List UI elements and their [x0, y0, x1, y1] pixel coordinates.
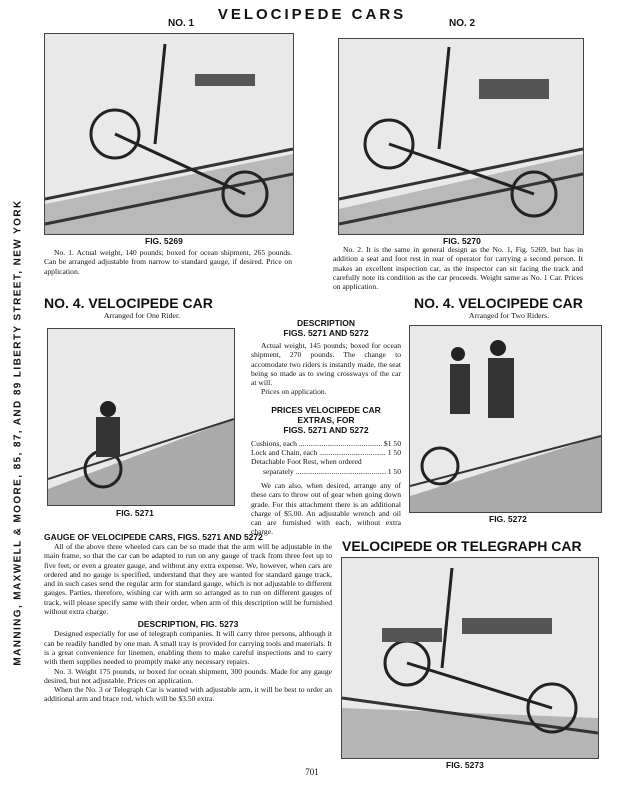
description-column: DESCRIPTION FIGS. 5271 AND 5272 Actual w…	[251, 318, 401, 537]
prices-extras-heading: EXTRAS, FOR	[297, 414, 355, 425]
telegraph-car-title: VELOCIPEDE OR TELEGRAPH CAR	[342, 538, 582, 554]
figure-5269-description: No. 1. Actual weight, 140 pounds; boxed …	[44, 248, 292, 276]
description-figs-heading: FIGS. 5271 AND 5272	[283, 328, 369, 338]
no4-two-riders-subtitle: Arranged for Two Riders.	[468, 311, 550, 320]
price-row: Cushions, each$1 50	[251, 439, 401, 448]
figure-5271-illustration	[47, 328, 235, 506]
page-number: 701	[305, 767, 319, 777]
no4-one-rider-subtitle: Arranged for One Rider.	[103, 311, 181, 320]
spine-publisher-text: MANNING, MAXWELL & MOORE, 85, 87, AND 89…	[12, 199, 24, 666]
price-row: separately1 50	[251, 467, 401, 476]
price-row: Lock and Chain, each1 50	[251, 448, 401, 457]
page-title: VELOCIPEDE CARS	[217, 6, 407, 23]
description-heading: DESCRIPTION	[296, 318, 356, 328]
figure-5272-caption: FIG. 5272	[489, 514, 527, 524]
gauge-heading: GAUGE OF VELOCIPEDE CARS, FIGS. 5271 AND…	[44, 532, 263, 542]
figure-5269-illustration	[44, 33, 294, 235]
prices-heading: PRICES VELOCIPEDE CAR	[271, 404, 381, 415]
gauge-section: GAUGE OF VELOCIPEDE CARS, FIGS. 5271 AND…	[44, 532, 332, 704]
figure-5271-caption: FIG. 5271	[116, 508, 154, 518]
no2-label: NO. 2	[449, 18, 476, 29]
description-text: Actual weight, 145 pounds; boxed for oce…	[251, 341, 401, 397]
no1-label: NO. 1	[168, 18, 195, 29]
price-list: Cushions, each$1 50 Lock and Chain, each…	[251, 439, 401, 476]
figure-5269-caption: FIG. 5269	[145, 236, 183, 246]
figure-5273-caption: FIG. 5273	[446, 760, 484, 770]
figure-5272-illustration	[409, 325, 602, 513]
figure-5273-illustration	[341, 557, 599, 759]
no4-two-riders-title: NO. 4. VELOCIPEDE CAR	[414, 295, 583, 311]
description-5273-text: Designed especially for use of telegraph…	[44, 629, 332, 704]
price-row: Detachable Foot Rest, when ordered	[251, 457, 362, 467]
figure-5270-caption: FIG. 5270	[443, 236, 481, 246]
figure-5270-illustration	[338, 38, 584, 235]
description-5273-heading: DESCRIPTION, FIG. 5273	[137, 619, 239, 630]
gauge-text: All of the above three wheeled cars can …	[44, 542, 332, 617]
no4-one-rider-title: NO. 4. VELOCIPEDE CAR	[44, 295, 213, 311]
prices-figs-heading: FIGS. 5271 AND 5272	[283, 424, 369, 435]
gear-attachment-note: We can also, when desired, arrange any o…	[251, 480, 401, 537]
figure-5270-description: No. 2. It is the same in general design …	[333, 245, 583, 292]
